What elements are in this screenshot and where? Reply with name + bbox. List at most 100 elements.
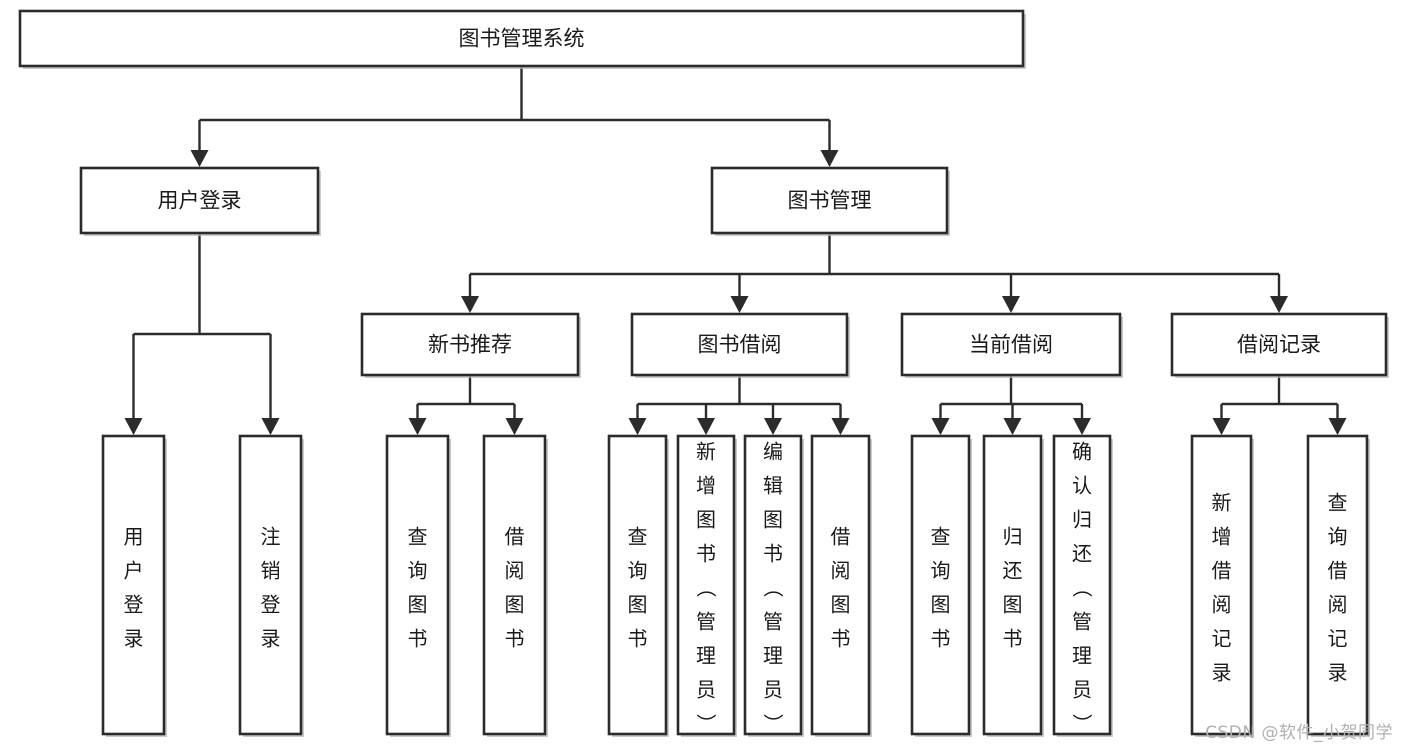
node-leaf-return-book[interactable]: [982, 434, 1044, 737]
svg-text:图: 图: [628, 593, 648, 617]
svg-text:员: 员: [696, 678, 716, 702]
svg-text:理: 理: [1072, 644, 1092, 668]
node-borrow-record[interactable]: [1170, 312, 1389, 378]
svg-text:书: 书: [931, 627, 951, 651]
node-root-图书管理系统[interactable]: [18, 9, 1026, 69]
svg-text:记: 记: [1212, 627, 1232, 651]
node-leaf-logout[interactable]: [238, 434, 304, 737]
svg-text:录: 录: [261, 627, 281, 651]
svg-text:图: 图: [931, 593, 951, 617]
svg-text:员: 员: [1072, 678, 1092, 702]
node-leaf-query-record[interactable]: [1306, 434, 1370, 737]
svg-text:归: 归: [1072, 508, 1092, 532]
node-leaf-confirm-return[interactable]: [1052, 434, 1113, 737]
node-borrow-record-label: 借阅记录: [1237, 333, 1321, 357]
svg-text:管: 管: [763, 610, 783, 634]
node-current-borrow[interactable]: [900, 312, 1123, 378]
svg-text:书: 书: [696, 542, 716, 566]
svg-text:（: （: [694, 578, 718, 598]
svg-text:图: 图: [505, 593, 525, 617]
node-leaf-borrow-book-1[interactable]: [482, 434, 548, 737]
connector-current-borrow-to-leaves: [931, 375, 1091, 435]
svg-text:用: 用: [124, 525, 144, 549]
svg-text:（: （: [1070, 578, 1094, 598]
node-book-manage[interactable]: [710, 166, 950, 236]
node-root-label: 图书管理系统: [459, 27, 585, 51]
svg-text:询: 询: [1328, 525, 1348, 549]
node-leaf-query-book-3[interactable]: [910, 434, 972, 737]
svg-text:图: 图: [696, 508, 716, 532]
svg-text:管: 管: [696, 610, 716, 634]
svg-text:户: 户: [124, 559, 144, 583]
svg-text:阅: 阅: [1328, 593, 1348, 617]
watermark-text: CSDN @软件_小贺同学: [1205, 723, 1393, 743]
node-current-borrow-label: 当前借阅: [969, 333, 1053, 357]
svg-text:）: ）: [694, 714, 718, 734]
svg-text:借: 借: [831, 525, 851, 549]
node-leaf-borrow-book-2[interactable]: [810, 434, 872, 737]
node-leaf-query-book-1[interactable]: [385, 434, 451, 737]
svg-text:书: 书: [763, 542, 783, 566]
svg-text:询: 询: [408, 559, 428, 583]
svg-text:登: 登: [261, 593, 281, 617]
svg-text:查: 查: [1328, 491, 1348, 515]
svg-text:记: 记: [1328, 627, 1348, 651]
node-leaf-add-book[interactable]: [676, 434, 737, 737]
svg-text:借: 借: [1212, 559, 1232, 583]
svg-text:录: 录: [124, 627, 144, 651]
svg-text:员: 员: [763, 678, 783, 702]
connector-user-login-to-leaves: [124, 233, 280, 435]
svg-text:录: 录: [1212, 661, 1232, 685]
svg-text:图: 图: [1003, 593, 1023, 617]
node-book-borrow-label: 图书借阅: [698, 333, 782, 357]
svg-text:图: 图: [408, 593, 428, 617]
svg-text:借: 借: [1328, 559, 1348, 583]
svg-text:确: 确: [1072, 440, 1092, 464]
svg-text:询: 询: [628, 559, 648, 583]
svg-text:书: 书: [408, 627, 428, 651]
svg-text:阅: 阅: [831, 559, 851, 583]
node-user-login-label: 用户登录: [158, 189, 242, 213]
connector-root-to-level2: [190, 66, 839, 167]
svg-text:管: 管: [1072, 610, 1092, 634]
node-user-login[interactable]: [79, 166, 321, 236]
connector-book-borrow-to-leaves: [628, 375, 850, 435]
svg-text:增: 增: [1212, 525, 1232, 549]
svg-text:销: 销: [261, 559, 281, 583]
svg-text:书: 书: [628, 627, 648, 651]
svg-text:归: 归: [1003, 525, 1023, 549]
node-leaf-add-record[interactable]: [1190, 434, 1254, 737]
svg-text:登: 登: [124, 593, 144, 617]
svg-text:新: 新: [1212, 491, 1232, 515]
svg-text:书: 书: [505, 627, 525, 651]
svg-text:编: 编: [763, 440, 783, 464]
node-leaf-query-book-2[interactable]: [607, 434, 669, 737]
svg-text:阅: 阅: [505, 559, 525, 583]
svg-text:还: 还: [1003, 559, 1023, 583]
node-new-book-rec[interactable]: [360, 312, 581, 378]
svg-text:书: 书: [1003, 627, 1023, 651]
node-leaf-edit-book[interactable]: [743, 434, 804, 737]
connector-borrow-record-to-leaves: [1212, 375, 1347, 435]
node-book-borrow[interactable]: [630, 312, 850, 378]
svg-text:书: 书: [831, 627, 851, 651]
svg-text:）: ）: [1070, 714, 1094, 734]
svg-text:理: 理: [763, 644, 783, 668]
connector-book-manage-to-level3: [461, 233, 1288, 313]
svg-text:查: 查: [931, 525, 951, 549]
node-leaf-user-login-label: 用户登录: [124, 525, 144, 651]
svg-text:询: 询: [931, 559, 951, 583]
svg-text:图: 图: [831, 593, 851, 617]
svg-text:辑: 辑: [763, 474, 783, 498]
node-leaf-user-login[interactable]: [101, 434, 167, 737]
svg-text:阅: 阅: [1212, 593, 1232, 617]
